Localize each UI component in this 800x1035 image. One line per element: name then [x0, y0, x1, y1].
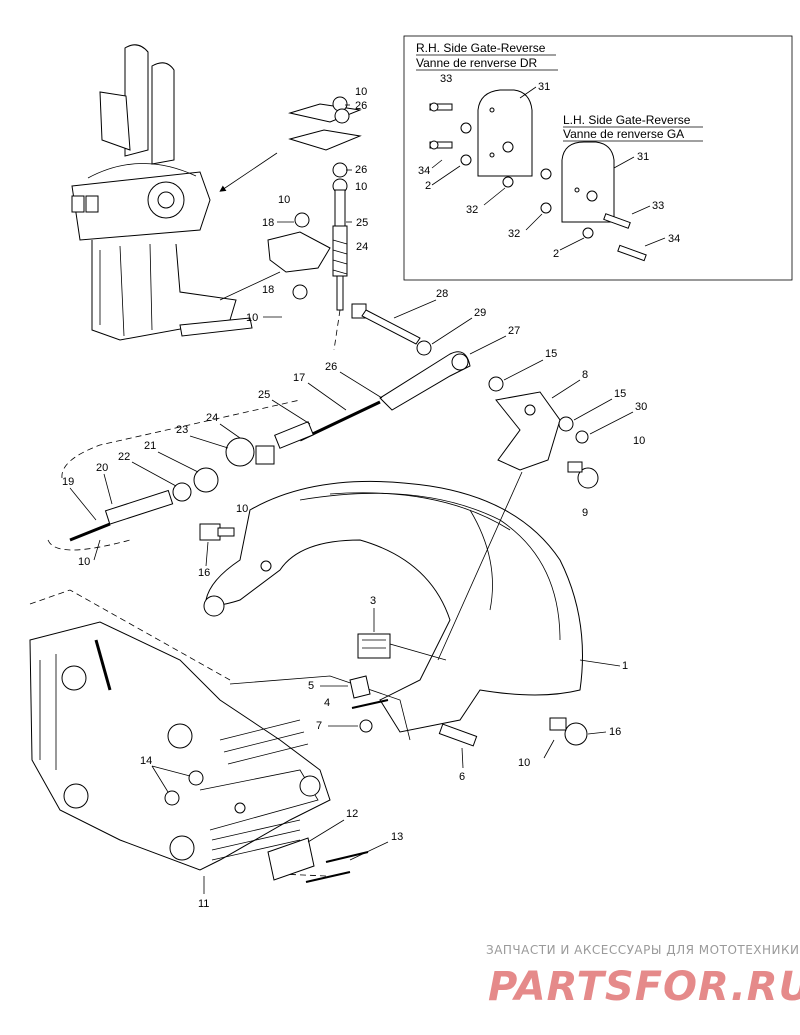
callout-25b: 25 — [258, 389, 270, 401]
callout-10d: 10 — [246, 312, 258, 324]
callout-33a: 33 — [440, 73, 452, 85]
lh-gate-plate — [561, 141, 615, 223]
cable-plates — [288, 96, 362, 194]
callout-23: 23 — [176, 424, 188, 436]
callout-21: 21 — [144, 440, 156, 452]
washer-14a — [188, 770, 204, 786]
callout-13: 13 — [391, 831, 403, 843]
callout-10f: 10 — [78, 556, 90, 568]
rh-gate-bolts — [429, 102, 514, 188]
nut-7 — [359, 719, 373, 733]
callout-32a: 32 — [466, 204, 478, 216]
callout-26c: 26 — [325, 361, 337, 373]
callout-2b: 2 — [553, 248, 559, 260]
washer-14b — [164, 790, 180, 806]
callout-26a: 26 — [355, 100, 367, 112]
callout-28: 28 — [436, 288, 448, 300]
washer-15a — [488, 376, 504, 392]
callout-8: 8 — [582, 369, 588, 381]
watermark-tagline: ЗАПЧАСТИ И АКСЕССУАРЫ ДЛЯ МОТОТЕХНИКИ — [486, 943, 800, 957]
bolt-6 — [438, 723, 478, 747]
callout-25a: 25 — [356, 217, 368, 229]
callout-22: 22 — [118, 451, 130, 463]
callout-34a: 34 — [418, 165, 430, 177]
callout-6: 6 — [459, 771, 465, 783]
gate-reverse-inset-box — [403, 35, 793, 281]
callout-20: 20 — [96, 462, 108, 474]
callout-34b: 34 — [668, 233, 680, 245]
callout-15b: 15 — [614, 388, 626, 400]
spring-4 — [351, 699, 389, 709]
callout-24a: 24 — [356, 241, 368, 253]
callout-32b: 32 — [508, 228, 520, 240]
washer-15b — [558, 416, 574, 432]
cable-17 — [274, 400, 381, 449]
callout-10a: 10 — [355, 86, 367, 98]
callout-33b: 33 — [652, 200, 664, 212]
lh-gate-title: L.H. Side Gate-Reverse — [563, 113, 691, 127]
callout-1: 1 — [622, 660, 628, 672]
bolt-9 — [567, 461, 599, 489]
callout-10h: 10 — [518, 757, 530, 769]
watermark-logo: PARTSFOR.RU — [488, 964, 800, 1010]
callout-10e: 10 — [633, 435, 645, 447]
rh-gate-subtitle: Vanne de renverse DR — [416, 56, 538, 70]
rh-gate-plate — [477, 89, 533, 177]
callout-24b: 24 — [206, 412, 218, 424]
callout-3: 3 — [370, 595, 376, 607]
reverse-gate-1 — [203, 480, 583, 733]
callout-2a: 2 — [425, 180, 431, 192]
callout-19: 19 — [62, 476, 74, 488]
callout-16b: 16 — [609, 726, 621, 738]
linkage-bolt-28 — [351, 303, 421, 345]
part-3-block — [357, 633, 391, 659]
cable-end-rod — [332, 189, 348, 311]
bolt-16b — [549, 717, 588, 746]
lh-gate-bolts — [540, 168, 647, 262]
callout-26b: 26 — [355, 164, 367, 176]
callout-18b: 18 — [262, 284, 274, 296]
callout-9: 9 — [582, 507, 588, 519]
callout-4: 4 — [324, 697, 330, 709]
lever-27 — [379, 351, 471, 411]
callout-7: 7 — [316, 720, 322, 732]
cable-end-parts — [69, 437, 275, 542]
callout-10g: 10 — [236, 503, 248, 515]
callout-18a: 18 — [262, 217, 274, 229]
callout-11: 11 — [198, 898, 209, 910]
bracket-8 — [495, 391, 561, 471]
plate-12 — [267, 837, 315, 881]
bracket-18 — [267, 212, 331, 300]
rivet-13 — [305, 851, 369, 883]
callout-12: 12 — [346, 808, 358, 820]
callout-10b: 10 — [355, 181, 367, 193]
callout-29: 29 — [474, 307, 486, 319]
lh-gate-subtitle: Vanne de renverse GA — [563, 127, 684, 141]
callout-10c: 10 — [278, 194, 290, 206]
callout-5: 5 — [308, 680, 314, 692]
callout-15a: 15 — [545, 348, 557, 360]
shift-lever-assembly — [71, 44, 253, 341]
callout-31a: 31 — [538, 81, 550, 93]
callout-30: 30 — [635, 401, 647, 413]
callout-14: 14 — [140, 755, 152, 767]
bolt-16a — [199, 523, 235, 541]
callout-27: 27 — [508, 325, 520, 337]
part-5-clip — [349, 675, 371, 699]
rh-gate-title: R.H. Side Gate-Reverse — [416, 41, 546, 55]
callout-16a: 16 — [198, 567, 210, 579]
pump-housing-11 — [29, 621, 331, 871]
washer-29 — [416, 340, 432, 356]
nut-30 — [575, 430, 589, 444]
callout-17: 17 — [293, 372, 305, 384]
callout-31b: 31 — [637, 151, 649, 163]
